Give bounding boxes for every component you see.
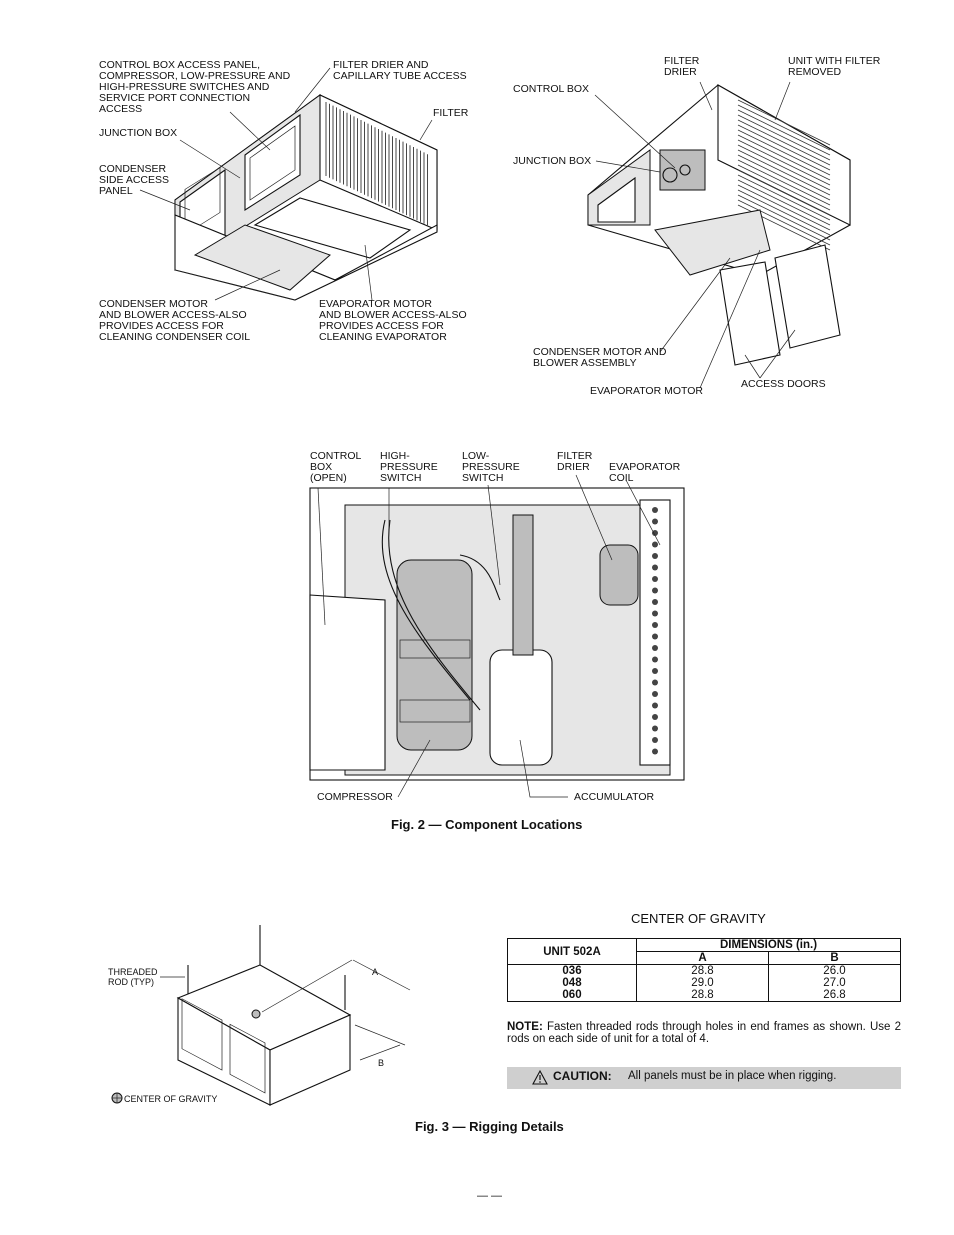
label-center-of-gravity-legend: CENTER OF GRAVITY [124,1094,218,1104]
page-number: — — [477,1190,503,1202]
note-text: Fasten threaded rods through holes in en… [507,1021,901,1045]
label-control-box-right: CONTROL BOX [513,83,590,95]
label-junction-box-right: JUNCTION BOX [513,155,592,167]
label-low-pressure-switch: LOW- PRESSURE SWITCH [462,450,520,484]
evaporator-coil-fins: (function(){ const s = document.currentS… [652,507,658,755]
cog-dimensions-table: UNIT 502A DIMENSIONS (in.) A B 036 048 0… [507,938,901,1002]
fig3-caption: Fig. 3 — Rigging Details [415,1119,564,1134]
label-filter: FILTER [433,107,469,119]
dim-b-060: 26.8 [823,989,846,1001]
label-dimension-b: B [378,1058,385,1068]
label-control-box-open: CONTROL BOX (OPEN) [310,450,362,484]
label-threaded-rod: THREADED ROD (TYP) [108,967,158,987]
label-filter-drier-capillary: FILTER DRIER AND CAPILLARY TUBE ACCESS [333,59,467,82]
label-junction-box: JUNCTION BOX [99,127,178,139]
fig2-caption: Fig. 2 — Component Locations [391,817,583,832]
label-condenser-side-panel: CONDENSER SIDE ACCESS PANEL [99,163,170,197]
unit-048: 048 [562,977,582,989]
label-accumulator: ACCUMULATOR [574,791,655,803]
dim-a-036: 28.8 [691,965,714,977]
table-header-a: A [636,951,769,965]
unit-036: 036 [562,965,582,977]
table-row: 036 048 060 28.8 29.0 28.8 26.0 27.0 26.… [507,964,901,1002]
label-filter-drier-middle: FILTER DRIER [557,450,593,473]
table-header-unit: UNIT 502A [507,938,637,965]
label-compressor: COMPRESSOR [317,791,393,803]
caution-text: All panels must be in place when rigging… [628,1070,837,1082]
label-high-pressure-switch: HIGH- PRESSURE SWITCH [380,450,438,484]
dim-b-048: 27.0 [823,977,846,989]
unit-060: 060 [562,989,582,1001]
label-evaporator-coil: EVAPORATOR COIL [609,461,681,484]
label-evaporator-motor-right: EVAPORATOR MOTOR [590,385,703,397]
label-evaporator-motor-access: EVAPORATOR MOTOR AND BLOWER ACCESS-ALSO … [319,298,467,343]
label-dimension-a: A [372,967,379,977]
note-label: NOTE: [507,1021,543,1033]
table-header-dimensions: DIMENSIONS (in.) [636,938,901,952]
caution-banner: CAUTION: All panels must be in place whe… [507,1067,901,1089]
label-filter-drier-right: FILTER DRIER [664,55,700,78]
filter-grill: (function(){ const s = document.currentS… [325,102,428,226]
cog-table-title: CENTER OF GRAVITY [631,911,766,926]
warning-triangle-icon [532,1069,548,1085]
label-condenser-motor-access: CONDENSER MOTOR AND BLOWER ACCESS-ALSO P… [99,298,251,343]
label-condenser-motor-blower: CONDENSER MOTOR AND BLOWER ASSEMBLY [533,346,667,369]
dim-a-060: 28.8 [691,989,714,1001]
label-control-box-access-panel: CONTROL BOX ACCESS PANEL, COMPRESSOR, LO… [99,59,291,115]
rigging-note: NOTE: Fasten threaded rods through holes… [507,1021,901,1045]
table-header-b: B [768,951,901,965]
label-access-doors: ACCESS DOORS [741,378,826,390]
label-unit-filter-removed: UNIT WITH FILTER REMOVED [788,55,881,78]
dim-a-048: 29.0 [691,977,714,989]
caution-label: CAUTION: [553,1069,612,1083]
dim-b-036: 26.0 [823,965,846,977]
